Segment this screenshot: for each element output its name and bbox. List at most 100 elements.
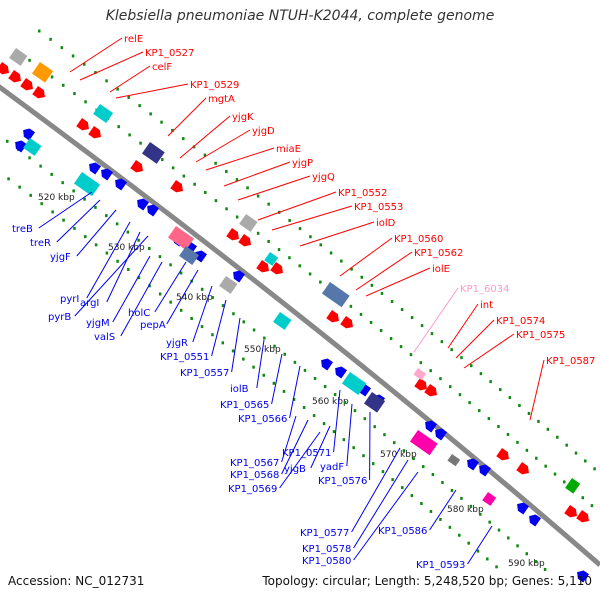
gene-label-reverse[interactable]: KP1_0577 — [300, 528, 349, 539]
gene-label-reverse[interactable]: KP1_0557 — [180, 368, 229, 379]
gene-block[interactable] — [179, 246, 200, 266]
gene-block[interactable] — [273, 312, 292, 330]
gene-block[interactable] — [341, 372, 367, 395]
gene-arrow[interactable] — [12, 138, 28, 153]
gene-block[interactable] — [167, 225, 195, 251]
gene-label-reverse[interactable]: KP1_0580 — [302, 556, 351, 567]
gene-label-reverse[interactable]: KP1_0576 — [318, 476, 367, 487]
gene-block[interactable] — [93, 103, 114, 124]
gene-arrow[interactable] — [340, 316, 356, 331]
gene-label-reverse[interactable]: yjgB — [284, 464, 306, 475]
gene-label-reverse[interactable]: pyrI — [60, 294, 79, 305]
gene-label-reverse[interactable]: KP1_0578 — [302, 544, 351, 555]
gene-arrow[interactable] — [496, 448, 512, 463]
gene-label-reverse[interactable]: valS — [94, 332, 115, 343]
gene-arrow[interactable] — [476, 462, 492, 477]
gene-label-forward[interactable]: KP1_6034 — [460, 284, 509, 295]
gene-block[interactable] — [321, 282, 350, 308]
gene-arrow[interactable] — [332, 364, 348, 379]
gene-arrow[interactable] — [564, 505, 580, 520]
gene-arrow[interactable] — [574, 568, 590, 583]
gene-block[interactable] — [264, 251, 279, 266]
gene-label-forward[interactable]: KP1_0575 — [516, 330, 565, 341]
gene-label-forward[interactable]: KP1_0552 — [338, 188, 387, 199]
gene-label-reverse[interactable]: pyrB — [48, 312, 71, 323]
gene-label-forward[interactable]: mgtA — [208, 94, 235, 105]
gene-arrow[interactable] — [238, 234, 254, 249]
gene-arrow[interactable] — [76, 118, 92, 133]
gene-arrow[interactable] — [20, 78, 36, 93]
gene-label-forward[interactable]: miaE — [276, 144, 301, 155]
gene-label-reverse[interactable]: treR — [30, 238, 51, 249]
gene-label-forward[interactable]: KP1_0529 — [190, 80, 239, 91]
gene-label-forward[interactable]: KP1_0560 — [394, 234, 443, 245]
gene-arrow[interactable] — [32, 86, 48, 101]
gene-label-reverse[interactable]: KP1_0567 — [230, 458, 279, 469]
gene-label-forward[interactable]: iolE — [432, 264, 450, 275]
gene-label-forward[interactable]: int — [480, 300, 493, 311]
gene-arrow[interactable] — [0, 62, 12, 77]
gene-arrow[interactable] — [414, 378, 430, 393]
gene-arrow[interactable] — [170, 180, 186, 195]
gene-label-forward[interactable]: celF — [152, 62, 172, 73]
gene-arrow[interactable] — [98, 166, 114, 181]
gene-arrow[interactable] — [270, 262, 286, 277]
gene-arrow[interactable] — [192, 248, 208, 263]
gene-label-forward[interactable]: KP1_0574 — [496, 316, 545, 327]
gene-arrow[interactable] — [8, 70, 24, 85]
gene-label-forward[interactable]: yjgK — [232, 112, 254, 123]
gene-arrow[interactable] — [112, 176, 128, 191]
gene-block[interactable] — [239, 214, 258, 232]
gene-block[interactable] — [565, 477, 581, 494]
gene-arrow[interactable] — [134, 196, 150, 211]
gene-arrow[interactable] — [464, 456, 480, 471]
gene-label-forward[interactable]: yjgD — [252, 126, 275, 137]
gene-label-reverse[interactable]: holC — [128, 308, 150, 319]
gene-arrow[interactable] — [424, 384, 440, 399]
gene-arrow[interactable] — [256, 260, 272, 275]
gene-arrow[interactable] — [526, 512, 542, 527]
gene-label-reverse[interactable]: KP1_0568 — [230, 470, 279, 481]
gene-label-reverse[interactable]: argI — [80, 298, 99, 309]
gene-arrow[interactable] — [144, 202, 160, 217]
gene-label-reverse[interactable]: pepA — [140, 320, 166, 331]
gene-arrow[interactable] — [514, 500, 530, 515]
gene-label-reverse[interactable]: iolB — [230, 384, 249, 395]
gene-label-reverse[interactable]: yadF — [320, 462, 344, 473]
gene-block[interactable] — [482, 492, 497, 506]
gene-block[interactable] — [447, 454, 461, 467]
gene-label-forward[interactable]: KP1_0587 — [546, 356, 595, 367]
gene-arrow[interactable] — [318, 356, 334, 371]
gene-label-forward[interactable]: relE — [124, 34, 143, 45]
gene-label-reverse[interactable]: KP1_0571 — [282, 448, 331, 459]
gene-arrow[interactable] — [226, 228, 242, 243]
gene-arrow[interactable] — [432, 426, 448, 441]
gene-block[interactable] — [23, 138, 42, 156]
gene-arrow[interactable] — [88, 126, 104, 141]
gene-label-reverse[interactable]: KP1_0569 — [228, 484, 277, 495]
gene-label-reverse[interactable]: KP1_0551 — [160, 352, 209, 363]
gene-block[interactable] — [413, 368, 427, 381]
gene-block[interactable] — [409, 430, 438, 456]
gene-arrow[interactable] — [230, 268, 246, 283]
gene-label-reverse[interactable]: yjgM — [86, 318, 110, 329]
gene-label-forward[interactable]: yjgP — [292, 158, 313, 169]
gene-label-reverse[interactable]: KP1_0593 — [416, 560, 465, 571]
gene-block[interactable] — [73, 172, 101, 197]
gene-label-reverse[interactable]: KP1_0565 — [220, 400, 269, 411]
gene-label-forward[interactable]: KP1_0553 — [354, 202, 403, 213]
gene-arrow[interactable] — [576, 510, 592, 525]
gene-label-reverse[interactable]: yjgF — [50, 252, 71, 263]
gene-block[interactable] — [363, 392, 386, 413]
gene-block[interactable] — [31, 62, 54, 83]
gene-label-reverse[interactable]: yjgR — [166, 338, 188, 349]
gene-label-forward[interactable]: KP1_0527 — [145, 48, 194, 59]
gene-label-reverse[interactable]: KP1_0586 — [378, 526, 427, 537]
gene-block[interactable] — [141, 142, 165, 164]
gene-label-reverse[interactable]: KP1_0566 — [238, 414, 287, 425]
gene-arrow[interactable] — [20, 126, 36, 141]
gene-arrow[interactable] — [86, 160, 102, 175]
gene-label-forward[interactable]: iolD — [376, 218, 396, 229]
gene-label-forward[interactable]: yjgQ — [312, 172, 335, 183]
